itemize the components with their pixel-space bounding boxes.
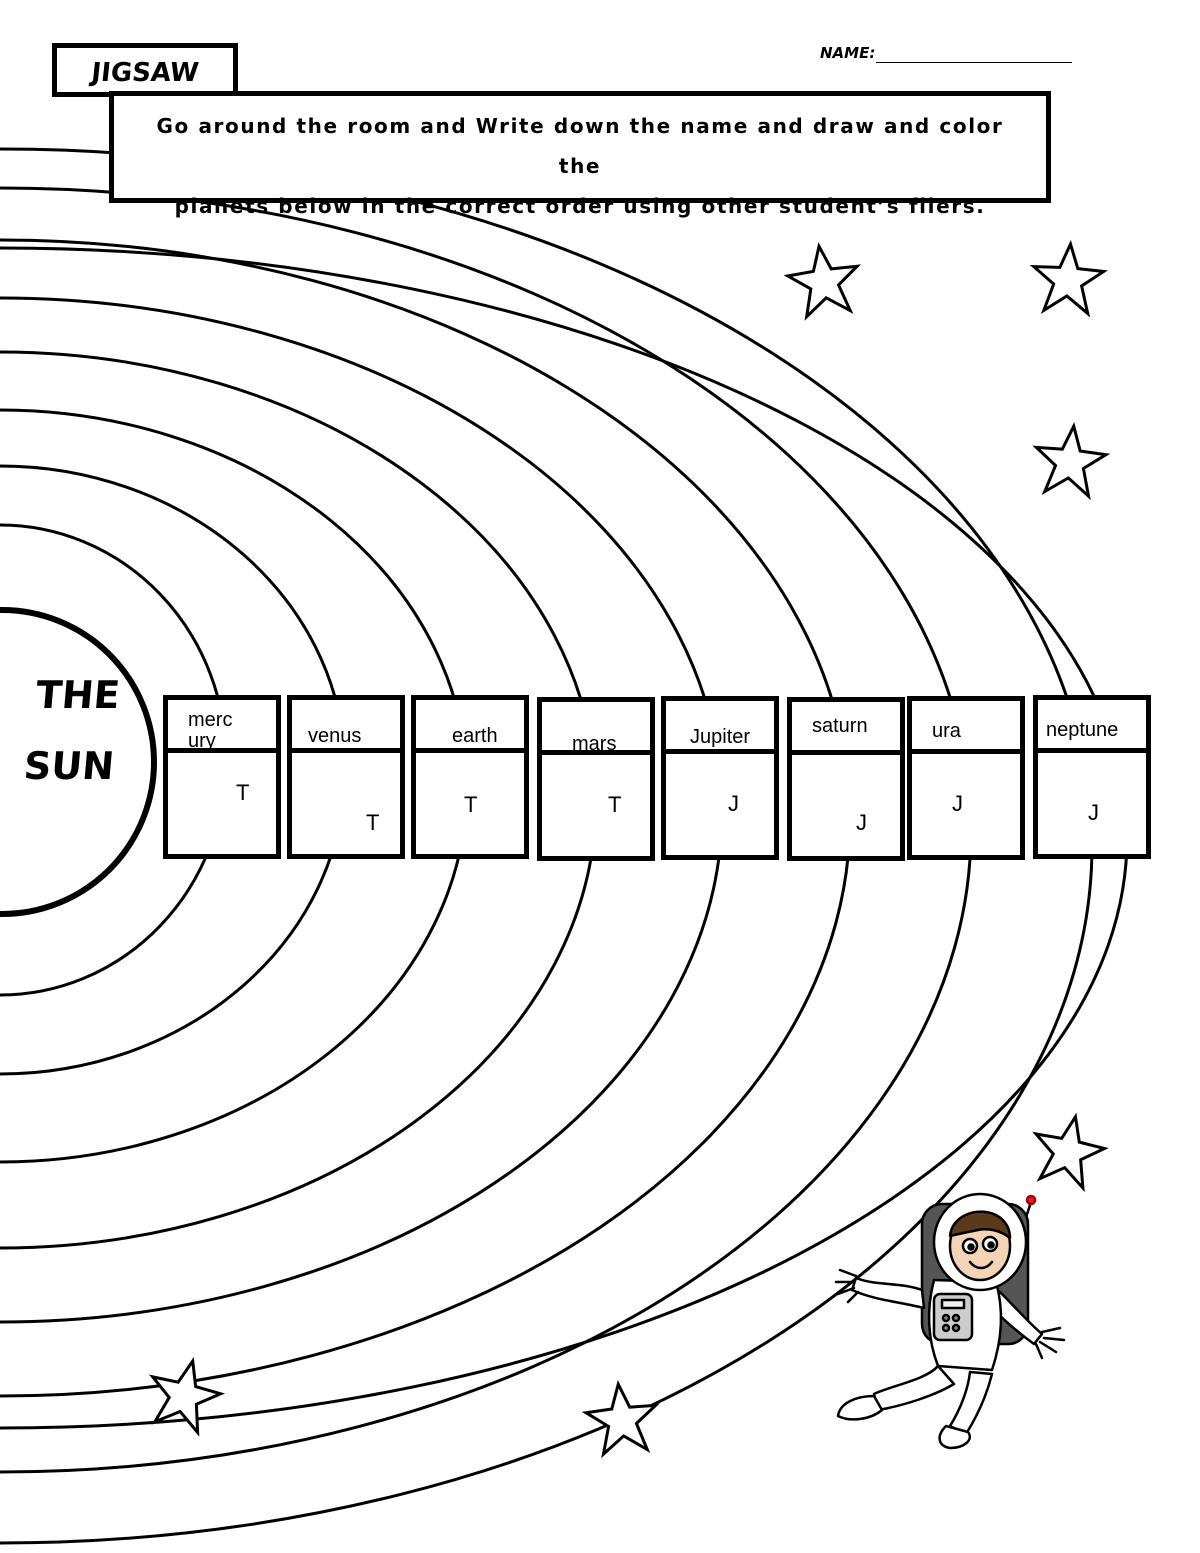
planet-name: mars — [572, 733, 617, 755]
planet-name: venus — [308, 725, 362, 747]
jigsaw-title: JIGSAW — [89, 58, 201, 88]
planet-card-6[interactable]: saturn J — [787, 697, 905, 861]
planet-letter: J — [856, 810, 867, 835]
planet-card-8[interactable]: neptune J — [1033, 695, 1151, 859]
planet-card-5[interactable]: Jupiter J — [661, 696, 779, 860]
planet-letter: J — [1088, 800, 1099, 825]
star-icon — [1032, 1112, 1108, 1192]
jigsaw-title-box: JIGSAW — [52, 43, 238, 97]
star-icon — [1029, 240, 1108, 318]
planet-name: earth — [452, 725, 498, 747]
planet-name-box[interactable]: neptune — [1038, 700, 1146, 753]
planet-name: merc ury — [188, 709, 233, 752]
planet-card-3[interactable]: earth T — [411, 695, 529, 859]
star-icon — [148, 1356, 226, 1437]
planet-name-box[interactable]: venus — [292, 700, 400, 753]
instructions-line-1: Go around the room and Write down the na… — [156, 114, 1004, 178]
planet-name: saturn — [812, 715, 868, 737]
astronaut-illustration — [834, 1192, 1066, 1450]
sun-label-the: THE — [34, 673, 122, 717]
planet-card-7[interactable]: ura J — [907, 696, 1025, 860]
planet-card-2[interactable]: venus T — [287, 695, 405, 859]
name-blank-line[interactable] — [876, 62, 1072, 63]
planet-name-box[interactable]: earth — [416, 700, 524, 753]
planet-letter: J — [728, 791, 739, 816]
planet-name-box[interactable]: ura — [912, 701, 1020, 754]
sun-circle — [0, 607, 157, 917]
planet-name-box[interactable]: mars — [542, 702, 650, 755]
instructions-box: Go around the room and Write down the na… — [109, 91, 1051, 218]
star-icon — [581, 1379, 660, 1459]
planet-name-box[interactable]: saturn — [792, 702, 900, 755]
star-icon — [1032, 422, 1110, 501]
planet-letter: T — [236, 780, 250, 805]
name-label: NAME: — [820, 44, 876, 62]
planet-name-box[interactable]: merc ury — [168, 700, 276, 753]
planet-letter: T — [366, 810, 380, 835]
planet-letter: T — [608, 792, 622, 817]
planet-card-1[interactable]: merc ury T — [163, 695, 281, 859]
planet-name: Jupiter — [690, 726, 751, 748]
planet-letter: T — [464, 792, 478, 817]
instructions-line-2: planets below in the correct order using… — [174, 194, 986, 218]
planet-name: ura — [932, 720, 961, 742]
planet-card-4[interactable]: mars T — [537, 697, 655, 861]
planet-name-box[interactable]: Jupiter — [666, 701, 774, 754]
star-icon — [784, 242, 862, 321]
planet-name: neptune — [1046, 719, 1119, 741]
sun-label-sun: SUN — [22, 744, 116, 788]
instructions-text: Go around the room and Write down the na… — [114, 96, 1046, 226]
planet-letter: J — [952, 791, 963, 816]
